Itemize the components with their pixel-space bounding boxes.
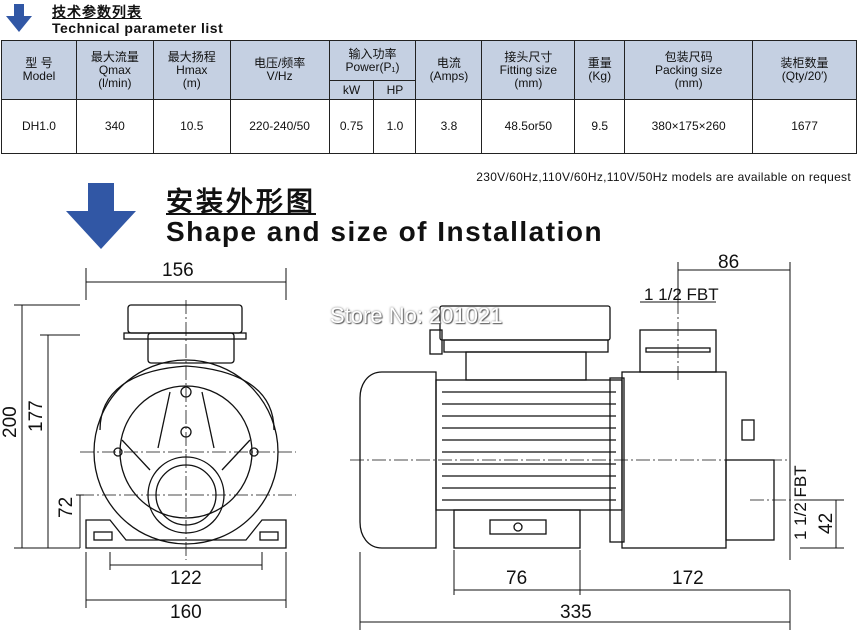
cell-qty: 1677	[752, 99, 857, 154]
down-arrow-icon	[66, 183, 136, 249]
installation-title-cn: 安装外形图	[166, 187, 316, 217]
header-current: 电流(Amps)	[415, 40, 483, 100]
side-dimension-lines	[359, 262, 844, 630]
dim-front-height: 200	[0, 406, 21, 438]
front-view-pump	[80, 300, 296, 560]
dim-outlet-offset: 86	[718, 252, 739, 273]
table-row: DH1.0 340 10.5 220-240/50 0.75 1.0 3.8 4…	[1, 99, 857, 154]
availability-note: 230V/60Hz,110V/60Hz,110V/50Hz models are…	[476, 170, 851, 184]
cell-hmax: 10.5	[152, 99, 231, 154]
dim-foot-to-end: 172	[672, 568, 704, 589]
side-dimension-labels: 86 1 1/2 FBT 1 1/2 FBT 42 76 172 335	[506, 252, 837, 623]
dim-outlet-thread: 1 1/2 FBT	[644, 285, 719, 304]
down-arrow-icon	[6, 4, 32, 32]
dim-front-axis-height: 72	[56, 497, 77, 518]
dim-foot-offset: 76	[506, 568, 527, 589]
cell-amps: 3.8	[415, 99, 483, 154]
side-view-pump	[350, 300, 800, 549]
header-weight: 重量(Kg)	[574, 40, 626, 100]
dim-front-base-outer: 160	[170, 602, 202, 623]
dim-inlet-height: 42	[816, 513, 837, 534]
cell-packing: 380×175×260	[624, 99, 754, 154]
cell-kw: 0.75	[328, 99, 375, 154]
header-kw: kW	[328, 80, 375, 100]
cell-voltage: 220-240/50	[229, 99, 330, 154]
section-title-en: Technical parameter list	[52, 20, 224, 36]
cell-weight: 9.5	[574, 99, 626, 154]
dim-front-width: 156	[162, 260, 194, 281]
dim-front-body-height: 177	[26, 400, 47, 432]
dim-total-length: 335	[560, 602, 592, 623]
dim-inlet-thread: 1 1/2 FBT	[791, 465, 810, 540]
front-dimension-labels: 156 200 177 72 122 160	[0, 260, 202, 623]
dim-front-base-inner: 122	[170, 568, 202, 589]
installation-title-en: Shape and size of Installation	[166, 216, 604, 247]
cell-model: DH1.0	[1, 99, 77, 154]
cell-fitting: 48.5or50	[481, 99, 576, 154]
header-qty: 装柜数量(Qty/20′)	[752, 40, 857, 100]
front-dimension-lines	[14, 268, 287, 608]
store-watermark: Store No: 201021	[330, 303, 503, 328]
cell-hp: 1.0	[373, 99, 417, 154]
cell-qmax: 340	[75, 99, 154, 154]
section-title-cn: 技术参数列表	[52, 4, 142, 20]
